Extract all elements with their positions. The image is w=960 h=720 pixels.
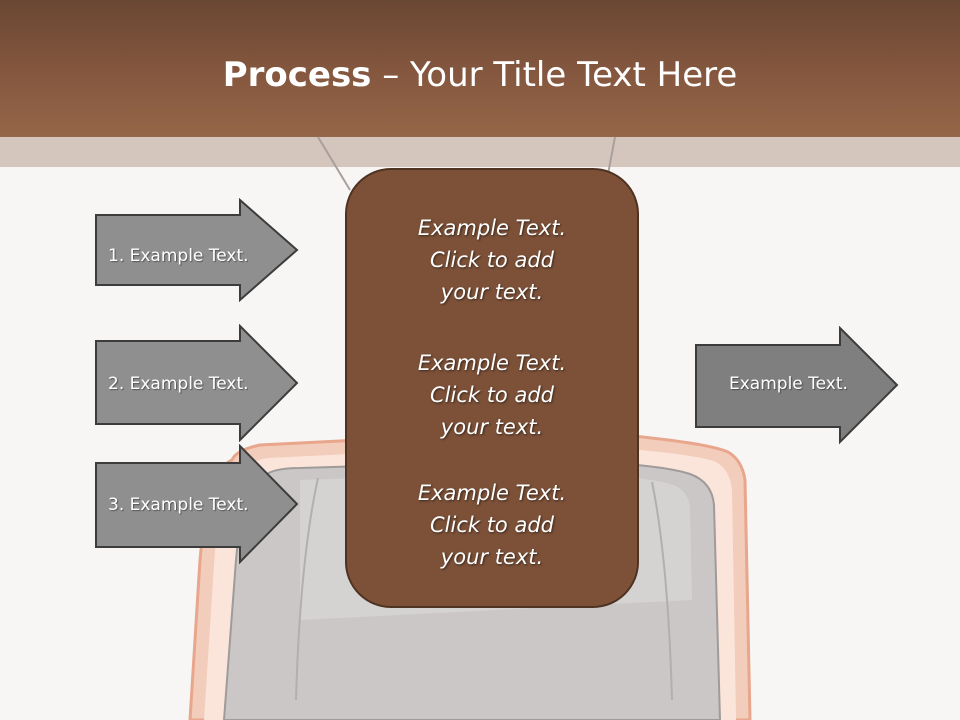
center-text-block-1[interactable]: Example Text. Click to add your text. bbox=[345, 212, 639, 308]
center-text-block-3[interactable]: Example Text. Click to add your text. bbox=[345, 477, 639, 573]
arrow-shape-right[interactable] bbox=[694, 326, 900, 446]
center-text-line: your text. bbox=[440, 280, 544, 304]
header-bar bbox=[0, 0, 960, 137]
arrow-shape-1[interactable] bbox=[94, 198, 300, 302]
center-text-line: Example Text. bbox=[417, 351, 567, 375]
page-title[interactable]: Process – Your Title Text Here bbox=[0, 52, 960, 98]
title-bold: Process bbox=[222, 55, 372, 95]
arrow-label-3: 3. Example Text. bbox=[108, 495, 249, 515]
center-text-block-2[interactable]: Example Text. Click to add your text. bbox=[345, 347, 639, 443]
arrow-label-2: 2. Example Text. bbox=[108, 374, 249, 394]
center-text-line: Click to add bbox=[429, 248, 554, 272]
arrow-shape-2[interactable] bbox=[94, 324, 300, 442]
center-text-line: Example Text. bbox=[417, 216, 567, 240]
center-text-line: Example Text. bbox=[417, 481, 567, 505]
center-process-box[interactable] bbox=[345, 168, 639, 608]
hanging-line-left bbox=[317, 136, 351, 191]
arrow-shape-3[interactable] bbox=[94, 444, 300, 564]
center-text-line: your text. bbox=[440, 545, 544, 569]
title-rest: – Your Title Text Here bbox=[371, 55, 738, 95]
center-text-line: your text. bbox=[440, 415, 544, 439]
arrow-label-right: Example Text. bbox=[729, 374, 848, 394]
center-text-line: Click to add bbox=[429, 383, 554, 407]
header-band bbox=[0, 137, 960, 167]
arrow-label-1: 1. Example Text. bbox=[108, 246, 249, 266]
center-text-line: Click to add bbox=[429, 513, 554, 537]
